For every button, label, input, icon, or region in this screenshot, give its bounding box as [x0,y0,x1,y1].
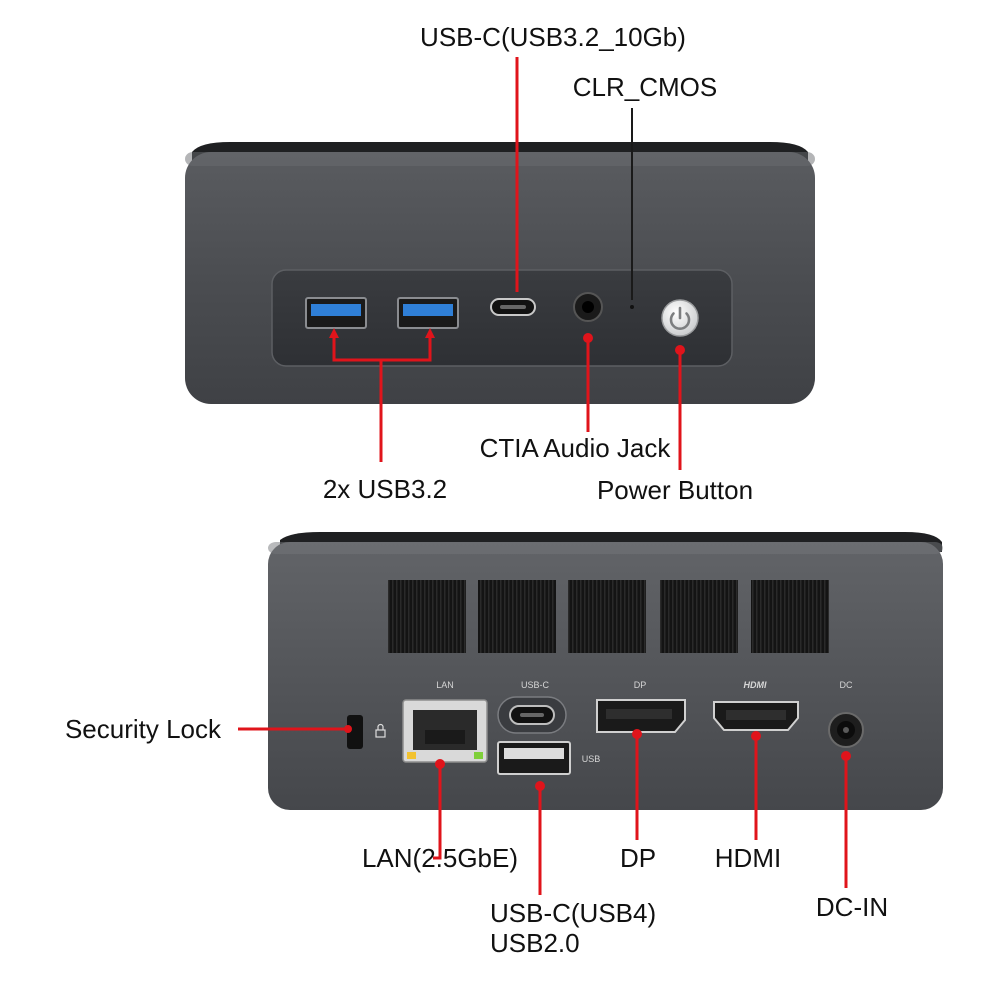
security-lock-slot [347,715,386,749]
tag-dc: DC [840,680,853,690]
callout-usb-c-rear: USB-C(USB4) [490,898,656,928]
vent-5 [751,580,829,653]
callout-dp: DP [620,843,656,873]
rear-usb-c-port [497,696,567,734]
tag-usb: USB [582,754,601,764]
tag-lan: LAN [436,680,454,690]
tag-dp: DP [634,680,647,690]
vent-4 [660,580,738,653]
rear-leader-lines [238,725,851,895]
front-port-panel [271,269,733,367]
front-leader-lines [329,57,685,470]
dc-in-jack [828,712,864,748]
vent-1 [388,580,466,653]
vent-3 [568,580,646,653]
callout-dc-in: DC-IN [816,892,888,922]
rear-view: LAN USB-C DP HDMI DC USB [65,532,943,958]
lan-port [402,699,488,763]
front-usb-c-port [490,298,536,316]
tag-usb-c: USB-C [521,680,550,690]
power-icon [669,312,691,330]
lock-icon [375,723,386,738]
callout-security-lock: Security Lock [65,714,222,744]
callout-usb-c-front: USB-C(USB3.2_10Gb) [420,22,686,52]
callout-hdmi: HDMI [715,843,781,873]
clr-cmos-pinhole [630,305,634,309]
usb32-port-1 [305,297,367,329]
front-view: USB-C(USB3.2_10Gb) CLR_CMOS 2x USB3.2 CT… [185,22,815,505]
callout-audio-jack: CTIA Audio Jack [480,433,672,463]
power-button [661,299,699,337]
vent-2 [478,580,556,653]
audio-jack [573,292,603,322]
hdmi-port [713,701,799,731]
usb20-port [497,741,571,775]
dp-port [596,699,686,733]
callout-usb32: 2x USB3.2 [323,474,447,504]
callout-clr-cmos: CLR_CMOS [573,72,717,102]
callout-power-button: Power Button [597,475,753,505]
tag-hdmi: HDMI [744,680,767,690]
callout-usb20: USB2.0 [490,928,580,958]
usb32-port-2 [397,297,459,329]
rear-vents [388,580,829,653]
callout-lan: LAN(2.5GbE) [362,843,518,873]
